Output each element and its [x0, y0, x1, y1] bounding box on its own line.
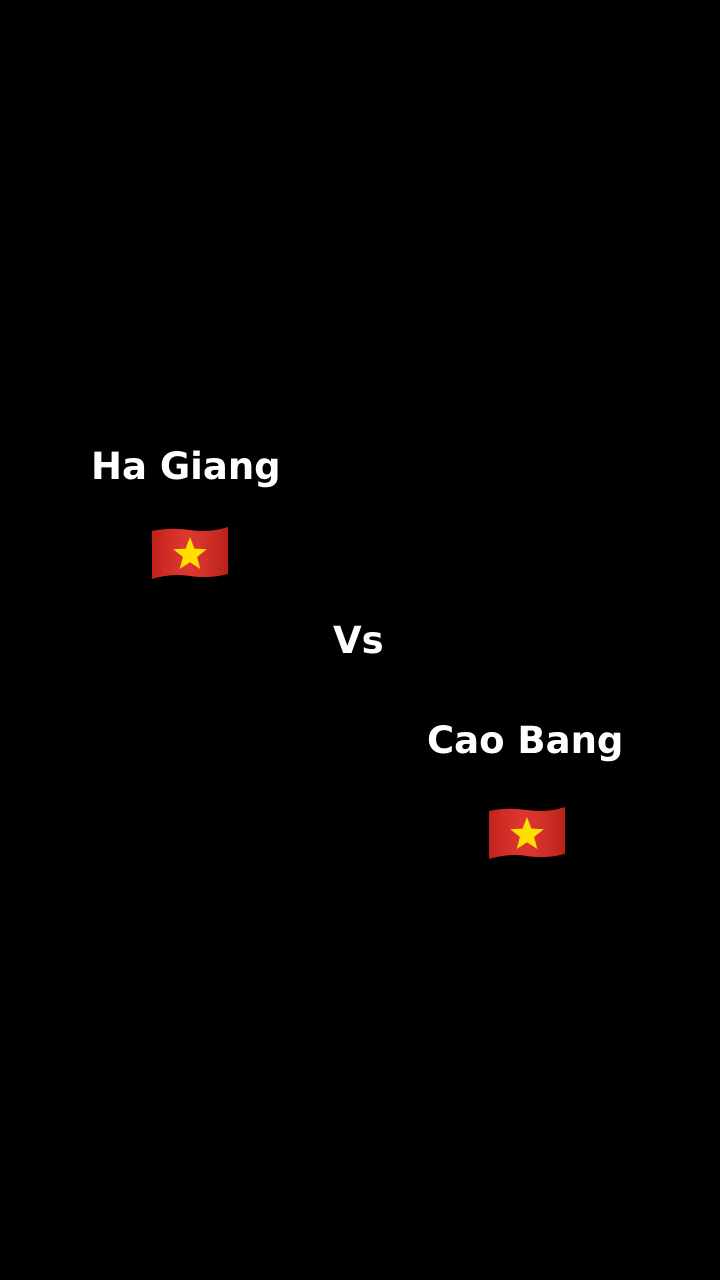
vietnam-flag-icon	[152, 527, 228, 579]
versus-text: Vs	[333, 619, 384, 662]
vietnam-flag-icon	[489, 807, 565, 859]
right-location-name: Cao Bang	[427, 719, 624, 762]
left-location-name: Ha Giang	[91, 445, 281, 488]
